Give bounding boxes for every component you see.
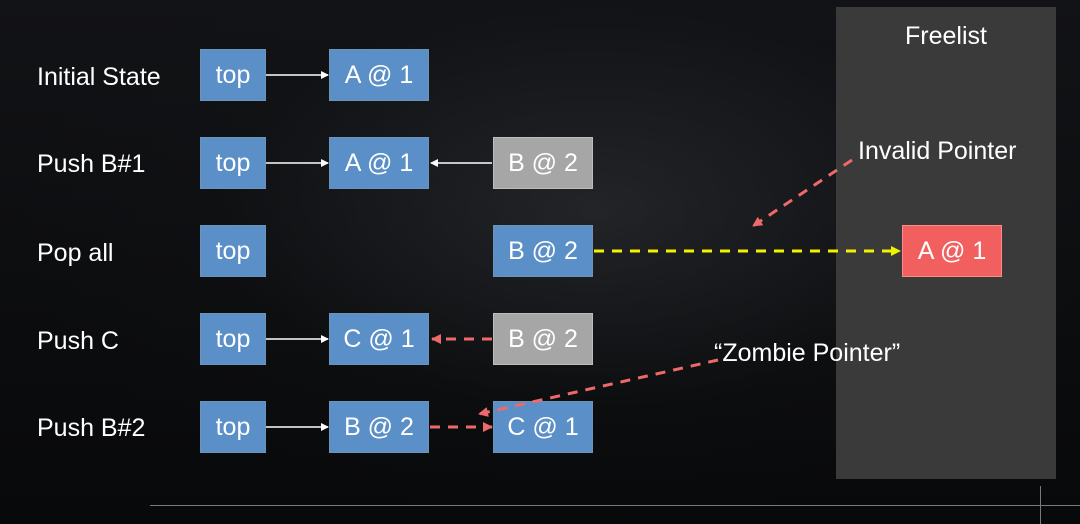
node-a1-row1: A @ 1 [329,49,429,101]
node-b2-row2: B @ 2 [493,137,593,189]
node-c1-row4: C @ 1 [329,313,429,365]
node-top-row3: top [200,225,266,277]
arrow-invalid-pointer [752,158,853,228]
node-a1-row2: A @ 1 [329,137,429,189]
invalid-pointer-label: Invalid Pointer [858,137,1017,165]
node-b2-row4: B @ 2 [493,313,593,365]
arrow-zombie-pointer [478,358,719,417]
zombie-pointer-label: “Zombie Pointer” [714,339,901,367]
freelist-title: Freelist [905,22,987,50]
row-label-push-b1: Push B#1 [37,150,146,178]
node-c1-row5: C @ 1 [493,401,593,453]
row-label-initial-state: Initial State [37,63,161,91]
row-label-push-b2: Push B#2 [37,414,146,442]
node-b2-row5: B @ 2 [329,401,429,453]
row-label-push-c: Push C [37,327,119,355]
node-top-row5: top [200,401,266,453]
freelist-node-a1: A @ 1 [902,225,1002,277]
row-label-pop-all: Pop all [37,239,114,267]
node-b2-row3: B @ 2 [493,225,593,277]
node-top-row4: top [200,313,266,365]
node-top-row1: top [200,49,266,101]
node-top-row2: top [200,137,266,189]
